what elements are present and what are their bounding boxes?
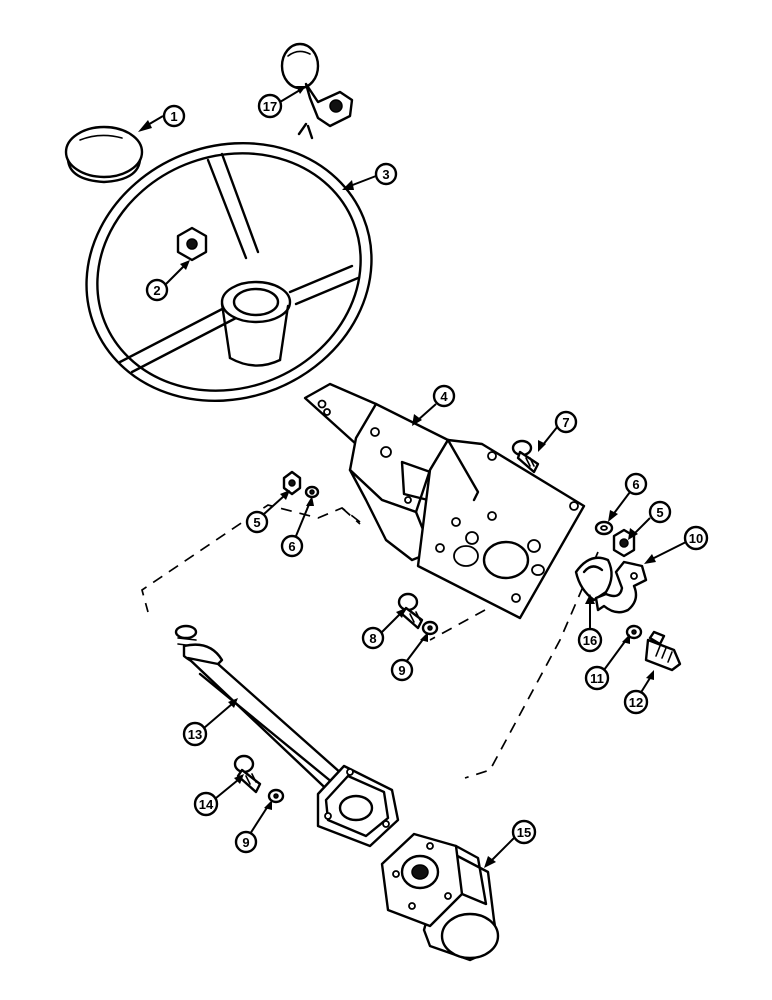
svg-text:7: 7 (562, 415, 569, 430)
svg-text:14: 14 (199, 797, 214, 812)
svg-text:6: 6 (632, 477, 639, 492)
callout-8: 8 (361, 608, 406, 650)
callout-11: 11 (584, 634, 630, 691)
nut-part-5-left (282, 470, 302, 496)
svg-text:8: 8 (369, 631, 376, 646)
svg-text:10: 10 (689, 531, 703, 546)
callout-2: 2 (145, 260, 190, 302)
svg-text:6: 6 (288, 539, 295, 554)
svg-text:9: 9 (242, 835, 249, 850)
callout-6-right: 6 (608, 472, 648, 522)
callout-6-left: 6 (280, 496, 314, 558)
callout-1: 1 (138, 104, 186, 132)
steering-motor-part (380, 832, 500, 962)
svg-text:1: 1 (170, 109, 177, 124)
callout-12: 12 (623, 670, 654, 715)
svg-text:2: 2 (153, 283, 160, 298)
svg-text:5: 5 (253, 515, 260, 530)
nut-part-2 (176, 226, 208, 262)
callout-5-right: 5 (628, 500, 672, 540)
callouts: 1 2 3 4 5 (138, 86, 709, 868)
svg-text:17: 17 (263, 99, 277, 114)
svg-text:3: 3 (382, 167, 389, 182)
washer-part-6-right (594, 520, 614, 536)
callout-16: 16 (577, 594, 603, 653)
svg-text:4: 4 (440, 389, 448, 404)
svg-text:15: 15 (517, 825, 531, 840)
callout-10: 10 (644, 525, 709, 564)
bolt-part-14 (233, 754, 262, 794)
svg-text:13: 13 (188, 727, 202, 742)
steering-wheel-part (85, 141, 373, 403)
cap-part (64, 125, 144, 184)
callout-3: 3 (342, 162, 398, 190)
callout-17: 17 (257, 86, 306, 119)
callout-7: 7 (538, 410, 578, 452)
svg-text:11: 11 (590, 671, 604, 686)
washer-part-6-left (304, 485, 320, 499)
spinner-knob-part (280, 42, 354, 140)
callout-9-lower: 9 (234, 800, 272, 854)
callout-15: 15 (484, 819, 537, 868)
callout-14: 14 (193, 774, 244, 817)
bracket-part (303, 382, 586, 620)
bolt-part-7 (511, 439, 540, 474)
callout-4: 4 (412, 384, 456, 426)
bolt-part-12 (644, 630, 682, 672)
clamp-half-part-10 (594, 560, 648, 614)
callout-9-upper: 9 (390, 632, 428, 682)
steering-column-part (174, 624, 400, 848)
svg-text:5: 5 (656, 505, 663, 520)
callout-5-left: 5 (245, 490, 290, 534)
svg-text:16: 16 (583, 633, 597, 648)
svg-text:9: 9 (398, 663, 405, 678)
clamp-half-part-16 (574, 556, 613, 602)
assembly-dashed-lines (141, 504, 599, 779)
washer-part-9-lower (267, 788, 285, 804)
callout-13: 13 (182, 698, 238, 747)
washer-part-11 (625, 624, 643, 640)
svg-text:12: 12 (629, 695, 643, 710)
washer-part-9-upper (421, 620, 439, 636)
